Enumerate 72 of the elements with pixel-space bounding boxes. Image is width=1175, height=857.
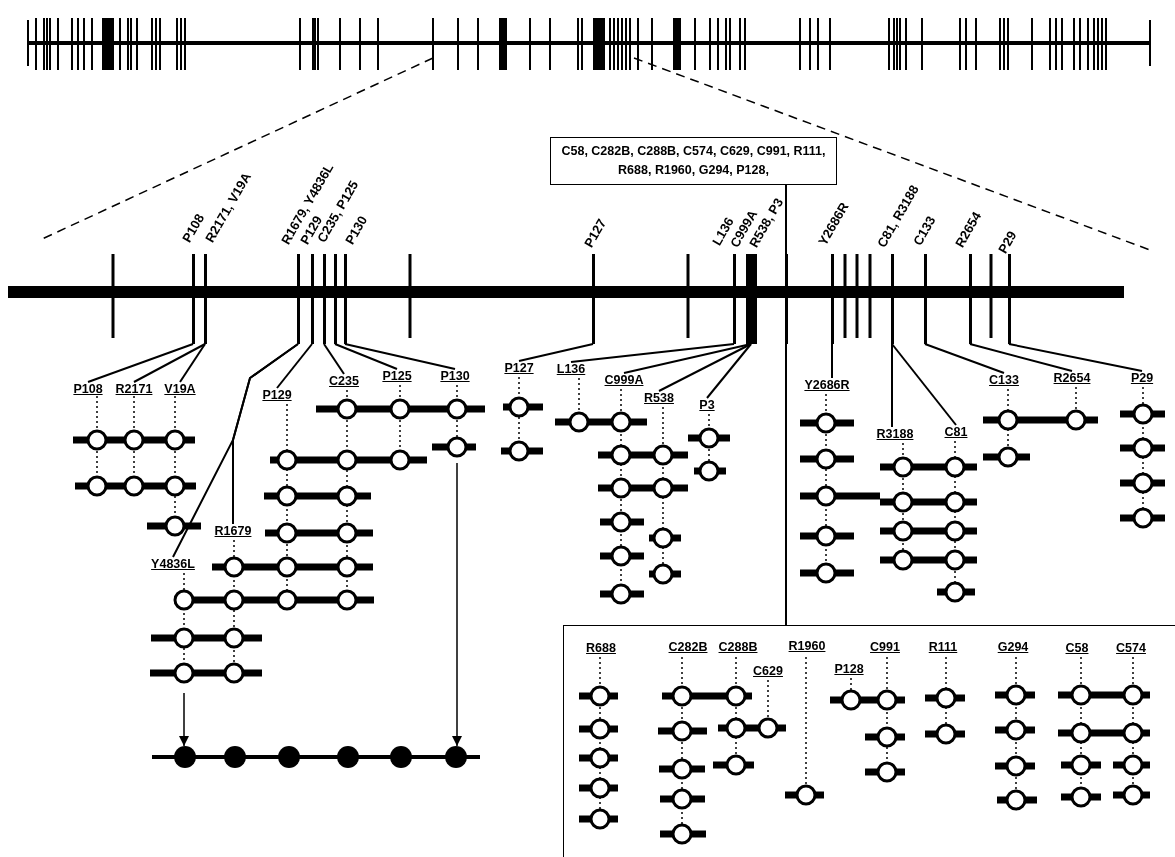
leader-line	[785, 343, 787, 626]
mutation-label: P127	[504, 361, 534, 375]
tick-mark	[968, 254, 972, 344]
mutation-label: R2171	[115, 382, 153, 396]
mutation-label: C235	[329, 374, 359, 388]
leader-line	[334, 343, 398, 370]
leader-line	[831, 343, 833, 379]
mutation-label: C81	[944, 425, 968, 439]
mutation-label: C133	[989, 373, 1019, 387]
mutation-label: P129	[262, 388, 292, 402]
tick-mark	[830, 254, 834, 344]
tick-mark	[310, 254, 314, 344]
mutation-label: P125	[382, 369, 412, 383]
callout-box: C58, C282B, C288B, C574, C629, C991, R111, R688, R1960, G294, P128,	[550, 137, 837, 185]
inset-panel	[563, 625, 1175, 857]
leader-line	[785, 184, 787, 255]
mutation-label: R3188	[876, 427, 914, 441]
tick-mark	[343, 254, 347, 344]
mutation-label: L136	[556, 362, 586, 376]
arrow	[452, 462, 462, 747]
mutation-label: C629	[753, 664, 783, 678]
mutation-label: C999A	[604, 373, 644, 387]
leader-line	[518, 343, 594, 362]
tick-mark	[784, 254, 788, 344]
mutation-label: C991	[870, 640, 900, 654]
leader-line	[87, 343, 194, 383]
leader-line	[891, 343, 893, 428]
tick-mark	[203, 254, 207, 344]
mutation-label: C574	[1116, 641, 1146, 655]
leader-line	[706, 343, 752, 399]
leader-line	[133, 343, 206, 383]
leader-line	[969, 343, 1073, 372]
leader-line	[924, 343, 1005, 374]
tick-mark	[1007, 254, 1011, 344]
mutation-label: V19A	[164, 382, 196, 396]
mutation-label: C282B	[668, 640, 708, 654]
mutation-label: P3	[699, 398, 715, 412]
leader-line	[1008, 343, 1143, 372]
mutation-label: P108	[73, 382, 103, 396]
tick-mark	[191, 254, 195, 344]
leader-line	[172, 343, 299, 558]
filled-circle-chain	[152, 746, 480, 768]
mutation-label: P130	[440, 369, 470, 383]
leader-line	[344, 343, 456, 370]
leader-line	[323, 343, 345, 375]
leader-line	[276, 343, 313, 389]
mutation-label: C288B	[718, 640, 758, 654]
tick-mark	[745, 254, 757, 344]
mutation-label: R688	[586, 641, 616, 655]
mutation-label: Y2686R	[804, 378, 850, 392]
tick-mark	[333, 254, 337, 344]
leader-line	[570, 343, 735, 363]
tick-mark	[591, 254, 595, 344]
tick-mark	[296, 254, 300, 344]
leader-line	[891, 343, 957, 426]
mutation-label: C58	[1065, 641, 1089, 655]
mutation-label: R2654	[1053, 371, 1091, 385]
mutation-label: G294	[997, 640, 1029, 654]
tick-mark	[923, 254, 927, 344]
mutation-label: R1679	[214, 524, 252, 538]
mutation-label: R1960	[788, 639, 826, 653]
tick-mark	[732, 254, 736, 344]
leader-line	[658, 343, 752, 392]
leader-line	[179, 343, 206, 383]
mutation-label: Y4836L	[151, 557, 195, 571]
tick-mark	[322, 254, 326, 344]
tick-mark	[890, 254, 894, 344]
mutation-label: P29	[1130, 371, 1154, 385]
mutation-label: R538	[644, 391, 674, 405]
arrow	[179, 692, 189, 747]
mutation-label: P128	[834, 662, 864, 676]
mutation-label: R111	[928, 640, 958, 654]
